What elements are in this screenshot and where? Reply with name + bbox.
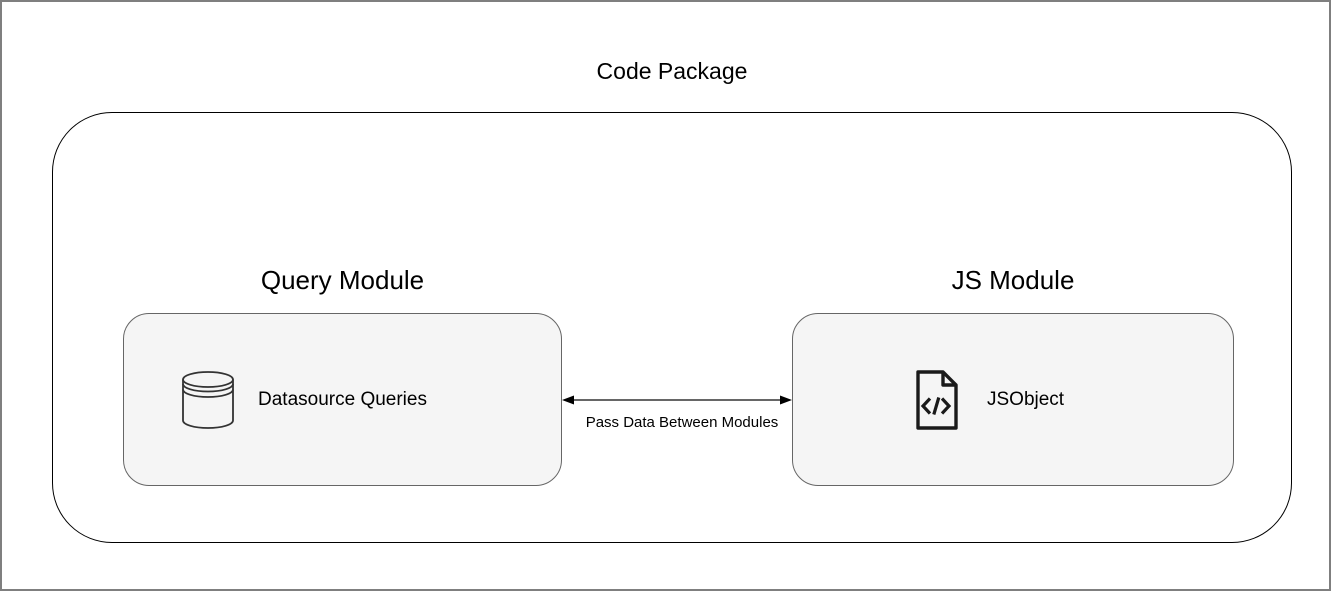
- query-node-label: Datasource Queries: [258, 389, 427, 410]
- query-module-label: Query Module: [260, 265, 425, 295]
- database-icon: [182, 370, 234, 429]
- bidirectional-arrow: [562, 395, 792, 405]
- js-module-label: JS Module: [951, 265, 1075, 295]
- js-node-label: JSObject: [987, 389, 1065, 410]
- connection-label: Pass Data Between Modules: [572, 414, 792, 432]
- query-module-node: Datasource Queries: [123, 313, 562, 486]
- code-file-icon: [916, 369, 958, 430]
- diagram-title: Code Package: [596, 58, 748, 84]
- js-module-node: JSObject: [792, 313, 1234, 486]
